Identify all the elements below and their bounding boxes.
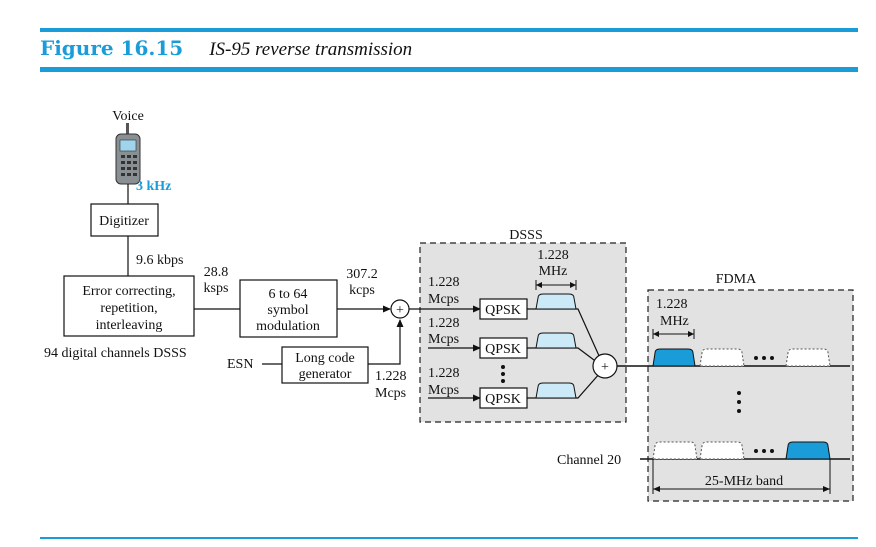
qpsk-ellipsis-dots (501, 365, 505, 383)
figure-header: Figure 16.15 IS-95 reverse transmission (40, 36, 412, 61)
fdma-row1-channel-active (652, 348, 696, 367)
long-code-line-1: Long code (295, 351, 354, 366)
symbol-line-2: symbol (267, 303, 308, 318)
rate-9-6-label: 9.6 kbps (136, 253, 183, 268)
long-code-generator-box (281, 346, 369, 384)
fdma-bw-unit: MHz (660, 314, 689, 329)
figure-caption: IS-95 reverse transmission (209, 39, 413, 60)
header-rule-top (40, 28, 858, 32)
qpsk-label-2: QPSK (485, 342, 521, 357)
rate-307-2-value: 307.2 (346, 267, 378, 282)
voice-label: Voice (112, 109, 144, 124)
fdma-panel (647, 289, 854, 502)
rate-28-8-unit: ksps (204, 281, 229, 296)
dsss-spectrum-3 (535, 382, 577, 399)
header-rule-bottom (40, 67, 858, 72)
error-line-2: repetition, (100, 301, 157, 316)
adder-plus: + (601, 360, 609, 375)
mcps1-value: 1.228 (428, 275, 460, 290)
digital-channels-label: 94 digital channels DSSS (44, 346, 187, 361)
esn-label: ESN (227, 357, 253, 372)
fdma-vertical-ellipsis (737, 391, 741, 413)
mcps1-unit: Mcps (428, 292, 459, 307)
fdma-row2-channel-2 (699, 441, 745, 460)
voice-freq-label: 3 kHz (136, 179, 171, 194)
dsss-title: DSSS (509, 228, 542, 243)
symbol-line-1: 6 to 64 (269, 287, 308, 302)
fdma-row1-channel-2 (699, 348, 745, 367)
figure-number: Figure 16.15 (40, 36, 184, 60)
qpsk-label-3: QPSK (485, 392, 521, 407)
fdma-row1-channel-last (785, 348, 831, 367)
mcps2-unit: Mcps (428, 332, 459, 347)
dsss-bw-value: 1.228 (537, 248, 569, 263)
error-line-1: Error correcting, (82, 284, 175, 299)
fdma-row2-ellipsis (754, 449, 774, 453)
xor-plus: + (396, 303, 404, 318)
error-correcting-box (63, 275, 195, 337)
digitizer-box (90, 203, 159, 237)
error-line-3: interleaving (96, 318, 163, 333)
longcode-rate-unit: Mcps (375, 386, 406, 401)
longcode-rate-value: 1.228 (375, 369, 407, 384)
longcode-to-xor-line (368, 319, 404, 365)
fdma-bw-value: 1.228 (656, 297, 688, 312)
dsss-bw-unit: MHz (539, 264, 568, 279)
mcps2-value: 1.228 (428, 316, 460, 331)
rate-28-8-value: 28.8 (204, 265, 229, 280)
long-code-line-2: generator (299, 367, 352, 382)
qpsk-label-1: QPSK (485, 303, 521, 318)
dsss-spectrum-1 (535, 293, 577, 310)
band-label: 25-MHz band (705, 474, 783, 489)
band-width-arrow (652, 459, 831, 494)
rate-307-2-unit: kcps (349, 283, 375, 298)
fdma-row1-ellipsis (754, 356, 774, 360)
mcps3-unit: Mcps (428, 383, 459, 398)
cell-phone-icon (115, 123, 141, 185)
channel-20-label: Channel 20 (557, 453, 621, 468)
fdma-bandwidth-arrow (652, 329, 695, 339)
dsss-spectrum-2 (535, 332, 577, 349)
fdma-row2-channel-active (785, 441, 831, 460)
footer-rule (40, 537, 858, 539)
fdma-title: FDMA (716, 272, 757, 287)
fdma-row2-channel-1 (652, 441, 698, 460)
symbol-line-3: modulation (256, 319, 320, 334)
dsss-bandwidth-arrow (535, 280, 577, 290)
digitizer-label: Digitizer (99, 214, 149, 229)
mcps3-value: 1.228 (428, 366, 460, 381)
